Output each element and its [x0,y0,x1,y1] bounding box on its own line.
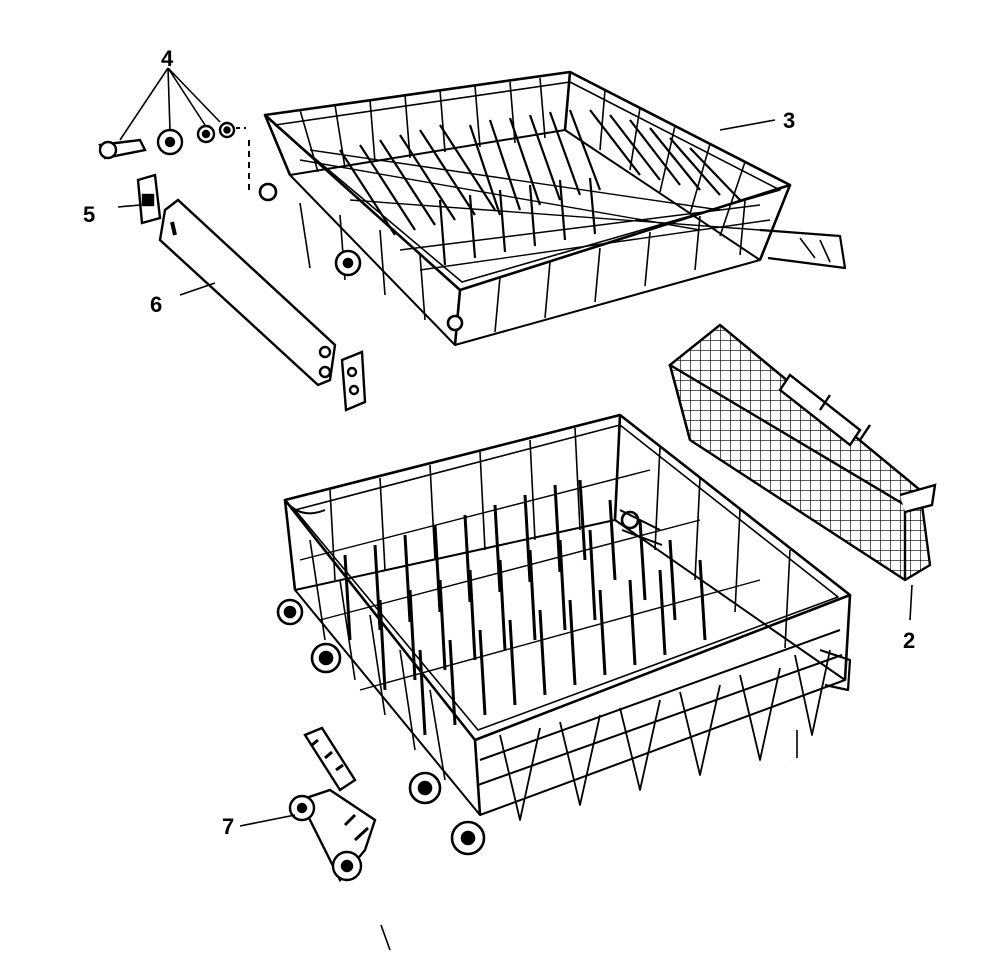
callout-6: 6 [150,292,162,317]
leader-lines [117,67,913,827]
silverware-basket [667,323,937,582]
callout-5: 5 [83,202,95,227]
track-stop [136,173,162,225]
upper-rack-track [158,198,367,412]
upper-rack [258,70,847,346]
callout-4: 4 [161,46,174,71]
callout-3: 3 [783,108,795,133]
stop-clip-hardware [98,121,236,160]
callout-2: 2 [903,628,915,653]
callout-1: 1 [791,761,792,763]
callout-7: 7 [222,814,234,839]
lower-rack [276,413,852,856]
rack-roller [288,726,377,883]
stray-mark [380,924,391,951]
callout-labels: 4 5 6 3 2 7 1 [83,46,915,839]
